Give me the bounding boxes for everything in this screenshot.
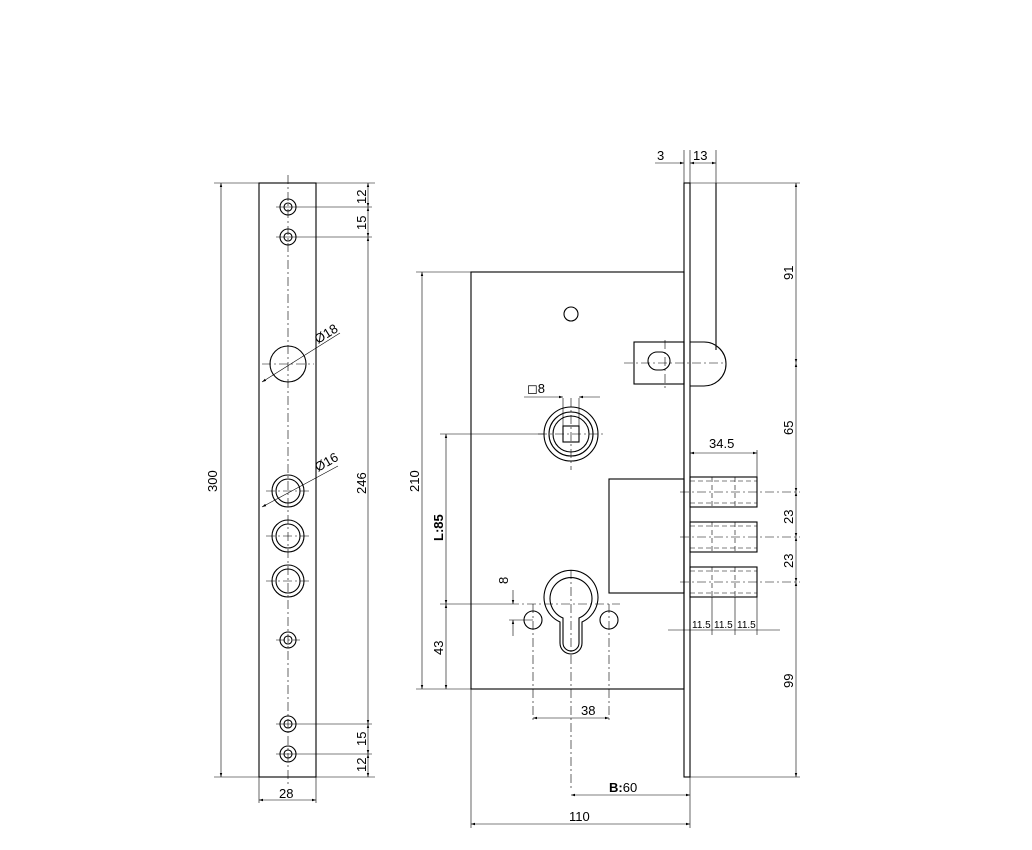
front-view: ◻8 xyxy=(407,148,800,828)
h-mid-label: 65 xyxy=(781,421,796,435)
top-offset-label: 12 xyxy=(354,190,369,204)
latch-hole: Ø18 xyxy=(261,321,340,383)
latch-bolt xyxy=(624,183,727,390)
cylinder-cutout xyxy=(510,569,620,790)
backset-b-prefix: B: xyxy=(609,780,623,795)
bolt-hole xyxy=(266,564,310,598)
height-holes-label: 246 xyxy=(354,472,369,494)
cyl-height-label: 43 xyxy=(431,641,446,655)
screw-hole xyxy=(276,631,300,649)
backset-l-label: L:85 xyxy=(431,514,446,541)
faceplate xyxy=(683,182,691,778)
lock-case xyxy=(470,271,685,690)
top-pitch-label: 15 xyxy=(354,216,369,230)
dead-bolt xyxy=(680,521,800,553)
case-rivet xyxy=(563,306,579,322)
body-width-label: 110 xyxy=(569,809,590,824)
cyl-pin-label: 8 xyxy=(496,577,511,584)
bottom-offset-label: 12 xyxy=(354,758,369,772)
bolt-spacing-1-label: 11.5 xyxy=(692,620,711,631)
backset-b-label: B:60 xyxy=(609,780,637,795)
screw-hole xyxy=(276,198,372,216)
body-height-label: 210 xyxy=(407,470,422,492)
screw-hole xyxy=(276,745,372,763)
bottom-pitch-label: 15 xyxy=(354,732,369,746)
faceplate-strip xyxy=(258,182,317,778)
latch-throw-label: 13 xyxy=(693,148,707,163)
h-top-label: 91 xyxy=(781,266,796,280)
bolt-housing xyxy=(608,478,685,594)
side-view: Ø18 Ø16 xyxy=(205,175,375,803)
backset-b-value: 60 xyxy=(623,780,637,795)
screw-hole xyxy=(276,715,372,733)
dead-bolt xyxy=(680,476,800,508)
bolt-hole: Ø16 xyxy=(261,449,341,508)
spindle-hub: ◻8 xyxy=(524,381,604,470)
screw-hole xyxy=(276,228,372,246)
dead-bolt xyxy=(680,566,800,598)
height-total-label: 300 xyxy=(205,470,220,492)
bolt-pitch-2-label: 23 xyxy=(781,554,796,568)
spindle-label: ◻8 xyxy=(527,381,545,396)
faceplate-thickness-label: 3 xyxy=(657,148,664,163)
cyl-pitch-label: 38 xyxy=(581,703,595,718)
width-label: 28 xyxy=(279,786,293,801)
bolt-spacing-2-label: 11.5 xyxy=(714,620,733,631)
bolt-spacing-3-label: 11.5 xyxy=(737,620,756,631)
bolt-hole xyxy=(266,519,310,553)
h-bottom-label: 99 xyxy=(781,674,796,688)
bolt-throw-label: 34.5 xyxy=(709,436,734,451)
bolt-pitch-1-label: 23 xyxy=(781,510,796,524)
